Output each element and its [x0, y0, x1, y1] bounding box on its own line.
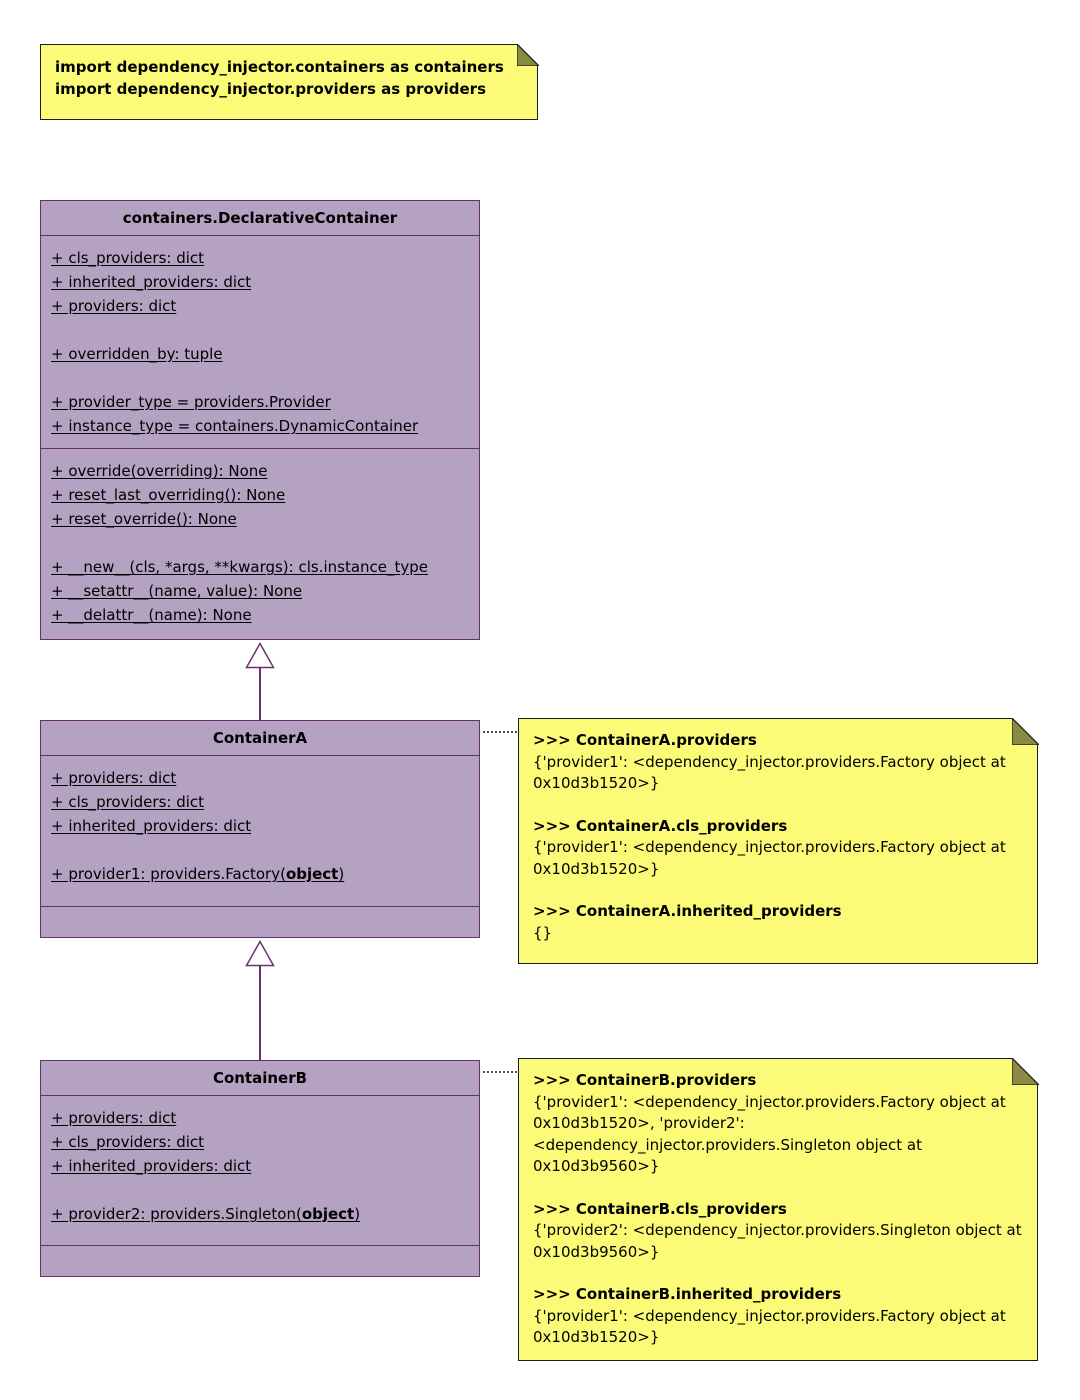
class-empty-section	[41, 906, 479, 937]
member-text-bold: object	[285, 865, 339, 883]
console-command: >>> ContainerA.providers	[533, 731, 757, 749]
class-member: + instance_type = containers.DynamicCont…	[51, 417, 419, 435]
class-member: + inherited_providers: dict	[51, 817, 252, 835]
note-block: >>> ContainerA.providers {'provider1': <…	[533, 730, 1023, 795]
console-output: {'provider1': <dependency_injector.provi…	[533, 1306, 1006, 1347]
import-statement: import dependency_injector.containers as…	[55, 58, 504, 76]
inheritance-arrowhead-icon	[245, 940, 275, 967]
console-command: >>> ContainerA.cls_providers	[533, 816, 788, 835]
import-statement: import dependency_injector.providers as …	[55, 80, 487, 98]
class-member: + provider_type = providers.Provider	[51, 393, 331, 411]
console-command: >>> ContainerB.inherited_providers	[533, 1285, 842, 1303]
class-member-spacer	[51, 366, 469, 390]
member-text: + provider2: providers.Singleton(	[51, 1205, 302, 1223]
class-member: + cls_providers: dict	[51, 249, 205, 267]
note-block: >>> ContainerB.providers {'provider1': <…	[533, 1070, 1023, 1178]
class-container-a: ContainerA + providers: dict + cls_provi…	[40, 720, 480, 938]
import-note: import dependency_injector.containers as…	[40, 43, 539, 120]
note-connector	[483, 1071, 517, 1073]
console-command: >>> ContainerB.cls_providers	[533, 1199, 787, 1218]
class-member-spacer	[51, 1178, 469, 1202]
note-block: >>> ContainerA.cls_providers {'provider1…	[533, 816, 1023, 881]
console-output: {'provider2': <dependency_injector.provi…	[533, 1221, 1022, 1261]
inheritance-edge	[259, 668, 261, 720]
class-title: ContainerB	[212, 1069, 308, 1087]
class-member-spacer	[51, 531, 469, 555]
class-attributes-section: + providers: dict + cls_providers: dict …	[41, 755, 479, 906]
class-member: + provider1: providers.Factory(object)	[51, 862, 469, 886]
class-member-spacer	[51, 838, 469, 862]
class-member: + inherited_providers: dict	[51, 1157, 252, 1175]
class-member: + provider2: providers.Singleton(object)	[51, 1202, 469, 1226]
class-attributes-section: + cls_providers: dict + inherited_provid…	[41, 235, 479, 448]
class-empty-section	[41, 1245, 479, 1276]
class-member: + providers: dict	[51, 297, 177, 315]
console-output: {'provider1': <dependency_injector.provi…	[533, 752, 1006, 793]
console-command: >>> ContainerB.providers	[533, 1071, 757, 1089]
class-member: + reset_override(): None	[51, 510, 237, 528]
member-text: + provider1: providers.Factory(	[51, 865, 286, 883]
note-container-b-output: >>> ContainerB.providers {'provider1': <…	[518, 1057, 1039, 1361]
member-text: )	[338, 865, 345, 883]
class-member: + reset_last_overriding(): None	[51, 486, 286, 504]
note-connector	[483, 731, 517, 733]
class-declarative-container: containers.DeclarativeContainer + cls_pr…	[40, 200, 480, 640]
console-command: >>> ContainerA.inherited_providers	[533, 902, 842, 920]
console-output: {'provider1': <dependency_injector.provi…	[533, 838, 1006, 878]
class-title: ContainerA	[212, 729, 308, 747]
note-block: >>> ContainerB.cls_providers {'provider2…	[533, 1199, 1023, 1264]
class-container-b: ContainerB + providers: dict + cls_provi…	[40, 1060, 480, 1277]
class-member-spacer	[51, 318, 469, 342]
class-member: + inherited_providers: dict	[51, 273, 252, 291]
class-member: + cls_providers: dict	[51, 793, 205, 811]
note-fold-icon	[1011, 1057, 1039, 1085]
class-attributes-section: + providers: dict + cls_providers: dict …	[41, 1095, 479, 1245]
class-member: + providers: dict	[51, 769, 177, 787]
class-member: + providers: dict	[51, 1109, 177, 1127]
class-member: + __new__(cls, *args, **kwargs): cls.ins…	[51, 558, 429, 576]
class-title: containers.DeclarativeContainer	[122, 209, 398, 227]
class-member: + overridden_by: tuple	[51, 345, 223, 363]
note-fold-icon	[1011, 717, 1039, 745]
note-fold-icon	[516, 43, 539, 66]
member-text-bold: object	[301, 1205, 355, 1223]
console-output: {}	[533, 923, 553, 942]
inheritance-edge	[259, 966, 261, 1060]
note-block: >>> ContainerB.inherited_providers {'pro…	[533, 1284, 1023, 1349]
console-output: {'provider1': <dependency_injector.provi…	[533, 1092, 1006, 1176]
note-container-a-output: >>> ContainerA.providers {'provider1': <…	[518, 717, 1039, 964]
class-member: + __delattr__(name): None	[51, 606, 252, 624]
member-text: )	[354, 1205, 361, 1223]
class-member: + cls_providers: dict	[51, 1133, 205, 1151]
class-methods-section: + override(overriding): None + reset_las…	[41, 448, 479, 639]
note-block: >>> ContainerA.inherited_providers {}	[533, 901, 1023, 944]
inheritance-arrowhead-icon	[245, 642, 275, 669]
class-member: + __setattr__(name, value): None	[51, 582, 303, 600]
class-member: + override(overriding): None	[51, 462, 268, 480]
